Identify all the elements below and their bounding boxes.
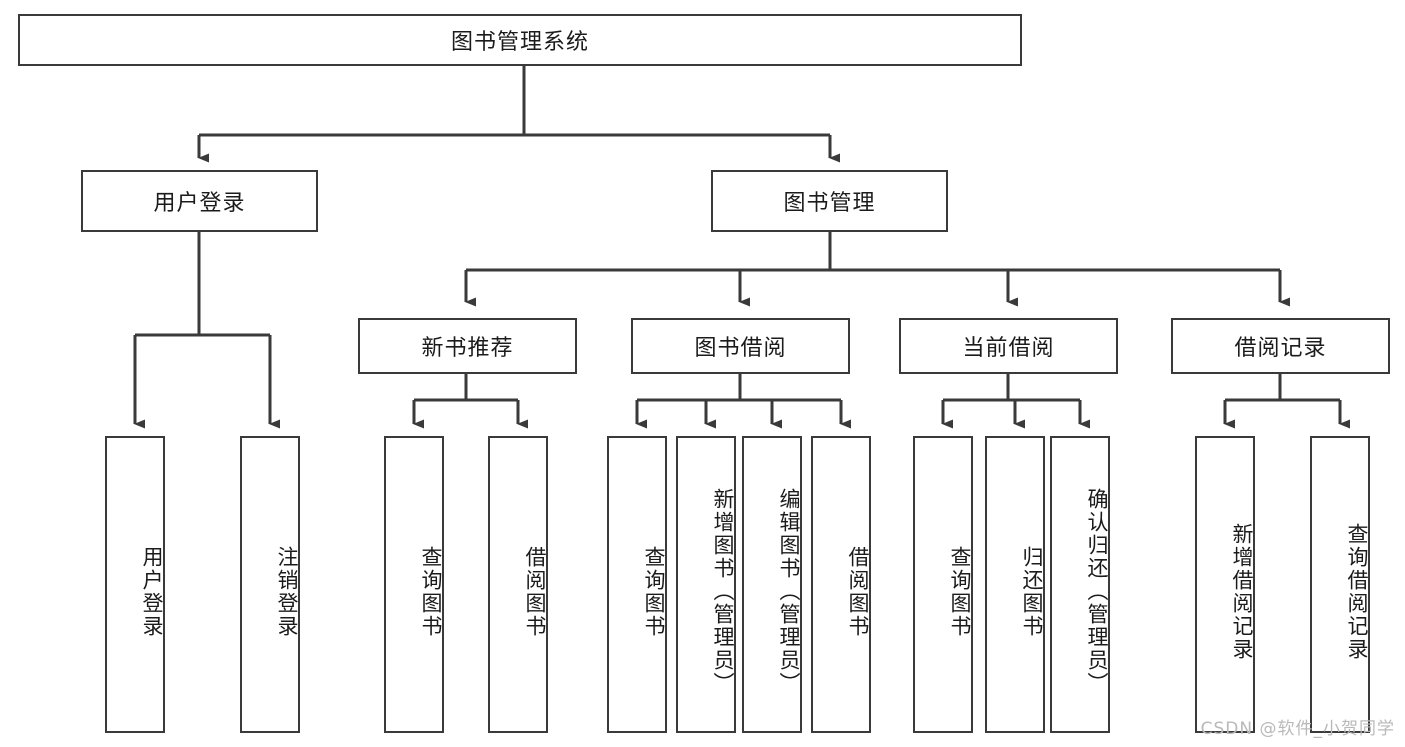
leaf-new-book-borrow[interactable]: 借阅图书 — [488, 436, 548, 733]
leaf-current-borrow-return[interactable]: 归还图书 — [985, 436, 1045, 733]
leaf-new-book-query[interactable]: 查询图书 — [384, 436, 444, 733]
leaf-book-borrow-add[interactable]: 新增图书（管理员） — [676, 436, 736, 733]
node-borrow-record[interactable]: 借阅记录 — [1171, 318, 1390, 374]
leaf-borrow-record-add[interactable]: 新增借阅记录 — [1195, 436, 1255, 733]
leaf-book-borrow-edit[interactable]: 编辑图书（管理员） — [742, 436, 802, 733]
leaf-book-borrow-borrow[interactable]: 借阅图书 — [811, 436, 871, 733]
leaf-book-borrow-query[interactable]: 查询图书 — [607, 436, 667, 733]
node-book-borrow[interactable]: 图书借阅 — [631, 318, 850, 374]
leaf-current-borrow-confirm-return[interactable]: 确认归还（管理员） — [1050, 436, 1110, 733]
leaf-user-login-signin[interactable]: 用户登录 — [105, 436, 165, 733]
node-new-book-recommend[interactable]: 新书推荐 — [358, 318, 577, 374]
node-root-book-management-system[interactable]: 图书管理系统 — [18, 14, 1022, 66]
leaf-user-login-signout[interactable]: 注销登录 — [240, 436, 300, 733]
node-book-management[interactable]: 图书管理 — [711, 170, 948, 232]
node-current-borrow[interactable]: 当前借阅 — [899, 318, 1118, 374]
node-user-login[interactable]: 用户登录 — [81, 170, 318, 232]
leaf-borrow-record-query[interactable]: 查询借阅记录 — [1310, 436, 1370, 733]
leaf-current-borrow-query[interactable]: 查询图书 — [913, 436, 973, 733]
